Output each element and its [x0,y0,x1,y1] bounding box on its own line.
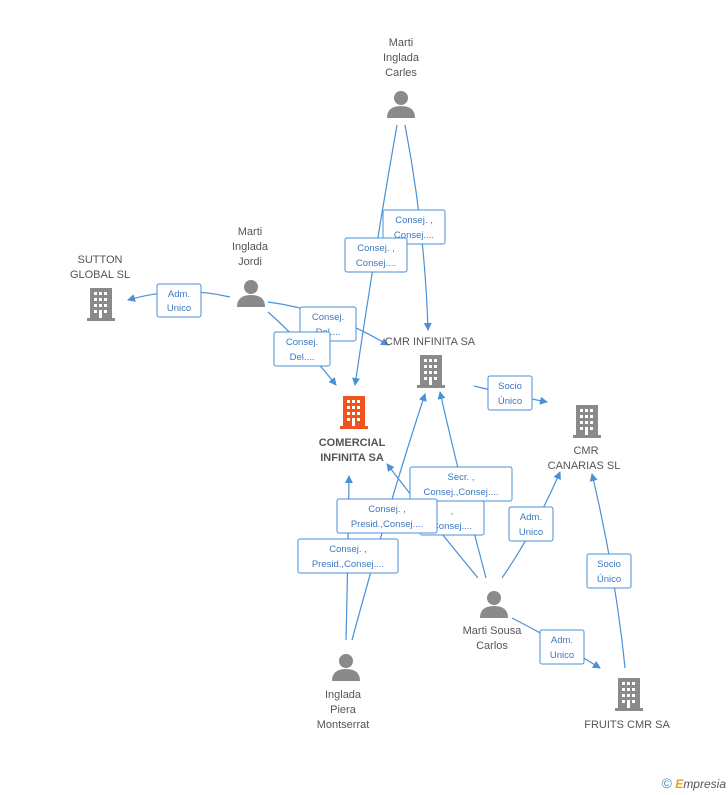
edge-label-line: Unico [550,650,574,661]
edge-label-line: Único [597,574,621,585]
edge-label-line: Del.... [290,352,315,363]
edge-label-line: Adm. [520,512,542,523]
node-label-line: COMERCIAL [319,437,386,449]
edge-label-line: Consej. , [357,243,395,254]
edge-label-fruits-canarias[interactable]: Socio Único [586,553,632,589]
node-label-line: Inglada [325,689,362,701]
node-label-line: Marti [389,37,413,49]
edge-label-line: , [451,506,454,517]
building-icon [573,405,601,438]
node-label-line: FRUITS CMR SA [584,719,670,731]
brand-logo-e: E [675,777,684,791]
node-label-line: Inglada [383,52,420,64]
node-label-line: Inglada [232,241,269,253]
edge-label-piera-cmr[interactable]: Consej. , Presid.,Consej.... [336,498,438,534]
edge-label-line: Socio [498,381,522,392]
node-label-line: Montserrat [317,719,370,731]
node-marti-jordi[interactable]: Marti Inglada Jordi [232,226,269,307]
node-label-line: CMR [573,445,598,457]
node-label-line: GLOBAL SL [70,269,130,281]
edge-label-line: Presid.,Consej.... [351,519,423,530]
person-icon [332,654,360,681]
empresia-watermark: © Empresia [662,775,726,791]
edge-label-line: Consej. , [368,504,406,515]
brand-logo-text: mpresia [683,777,726,791]
person-icon [387,91,415,118]
node-label-line: INFINITA SA [320,452,384,464]
edge-label-line: Adm. [168,289,190,300]
edge-label-sousa-fruits[interactable]: Adm. Unico [539,629,585,665]
edge-label-line: Socio [597,559,621,570]
node-label-line: Marti [238,226,262,238]
person-icon [480,591,508,618]
nodes: Marti Inglada Carles Marti Inglada Jordi… [70,37,671,731]
node-marti-carles[interactable]: Marti Inglada Carles [383,37,420,118]
edge-label-line: Unico [167,303,191,314]
node-fruits-cmr[interactable]: FRUITS CMR SA [584,678,670,731]
node-label-line: Carles [385,67,417,79]
node-comercial-infinita[interactable]: COMERCIAL INFINITA SA [319,396,386,464]
edge-label-carles-comercial[interactable]: Consej. , Consej.... [344,237,408,273]
edge-label-jordi-comercial[interactable]: Consej. Del.... [273,331,331,367]
building-icon [87,288,115,321]
copyright-symbol: © [661,775,672,791]
edge-label-line: Consej.... [356,258,396,269]
node-label-line: SUTTON [77,254,122,266]
edge-label-line: Consej.... [432,521,472,532]
edge-label-line: Consej.,Consej.... [424,487,499,498]
node-cmr-canarias[interactable]: CMR CANARIAS SL [548,405,621,472]
building-icon [340,396,368,429]
node-label-line: CANARIAS SL [548,460,621,472]
node-label-line: Jordi [238,256,262,268]
edges [127,124,626,669]
edge-label-piera-comercial[interactable]: Consej. , Presid.,Consej.... [297,538,399,574]
node-label-line: Piera [330,704,357,716]
person-icon [237,280,265,307]
node-inglada-piera[interactable]: Inglada Piera Montserrat [317,654,370,731]
building-icon [417,355,445,388]
edge-label-line: Unico [519,527,543,538]
edge-label-line: Consej. [312,312,344,323]
edge-label-line: Consej. , [395,215,433,226]
edge-label-sousa-comercial[interactable]: Secr. , Consej.,Consej.... [409,466,513,502]
edge-label-cmr-canarias[interactable]: Socio Único [487,375,533,411]
edge-label-line: Consej.... [394,230,434,241]
node-label-line: Carlos [476,640,508,652]
node-label-line: Marti Sousa [463,625,523,637]
edge-label-line: Consej. , [329,544,367,555]
node-cmr-infinita[interactable]: CMR INFINITA SA [385,336,476,388]
edge-label-jordi-sutton[interactable]: Adm. Unico [156,283,202,318]
edge-label-line: Secr. , [448,472,475,483]
edge-labels: Adm. Unico Consej. , Consej.... Consej. … [156,209,632,665]
edge-label-line: Consej. [286,337,318,348]
node-marti-sousa[interactable]: Marti Sousa Carlos [463,591,523,652]
node-label-line: CMR INFINITA SA [385,336,476,348]
edge-label-carles-cmr[interactable]: Consej. , Consej.... [382,209,446,245]
edge-label-sousa-canarias[interactable]: Adm. Unico [508,506,554,542]
edge-label-line: Adm. [551,635,573,646]
building-icon [615,678,643,711]
node-sutton[interactable]: SUTTON GLOBAL SL [70,254,130,321]
edge-label-line: Presid.,Consej.... [312,559,384,570]
edge-label-line: Único [498,396,522,407]
